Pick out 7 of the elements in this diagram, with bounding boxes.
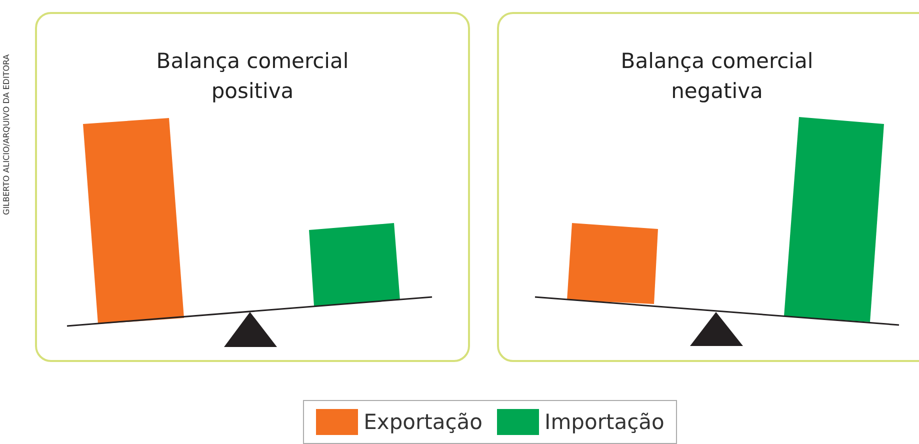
panel-card: [35, 12, 470, 362]
panel-card: [497, 12, 919, 362]
panel-title: Balança comercial negativa: [620, 48, 814, 105]
panel-title: Balança comercial positiva: [155, 48, 350, 105]
credit-text: GILBERTO ALICIO/ARQUIVO DA EDITORA: [2, 53, 11, 215]
legend-label: Exportação: [364, 410, 483, 434]
legend-label: Importação: [544, 410, 664, 434]
